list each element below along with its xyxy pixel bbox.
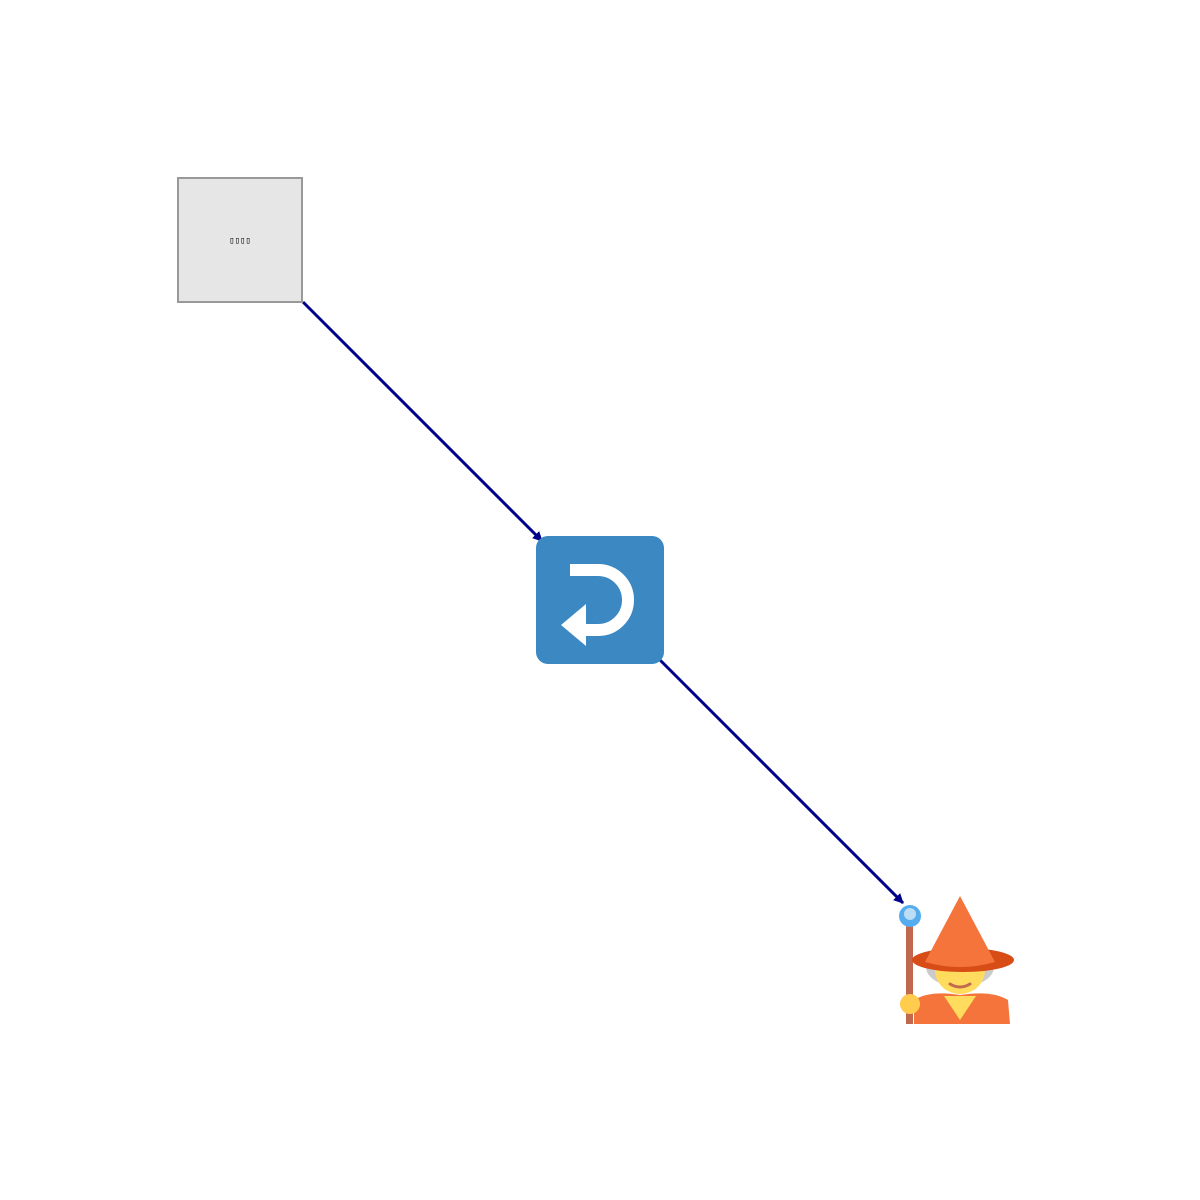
return-arrow-curve bbox=[570, 564, 634, 636]
node-placeholder[interactable]: ▯▯▯▯ bbox=[177, 177, 303, 303]
edge-placeholder-to-return bbox=[301, 300, 544, 543]
return-arrow-head bbox=[561, 604, 586, 646]
return-arrow-icon bbox=[536, 536, 664, 664]
edge-return-to-wizard bbox=[657, 657, 905, 905]
node-return[interactable] bbox=[536, 536, 664, 664]
missing-glyph-box-icon bbox=[177, 177, 303, 303]
node-placeholder-label: ▯▯▯▯ bbox=[229, 236, 251, 246]
mage-icon bbox=[899, 896, 1014, 1024]
node-wizard[interactable] bbox=[899, 896, 1014, 1024]
